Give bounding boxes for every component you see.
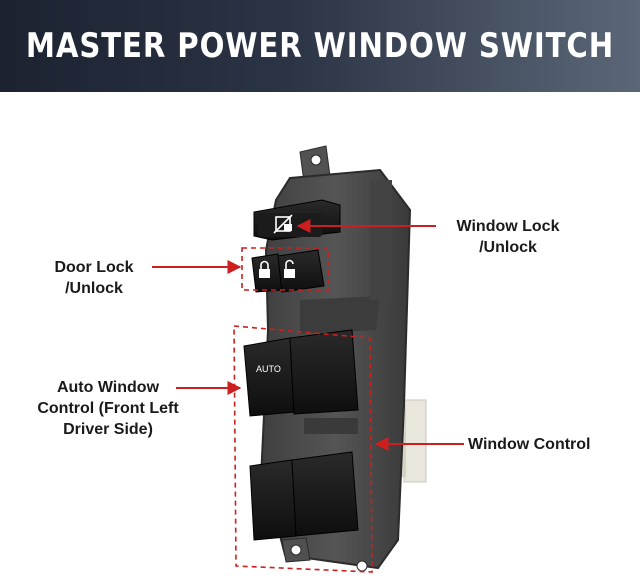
middle-bar <box>304 418 358 434</box>
window-lock-line2: /Unlock <box>479 239 537 256</box>
top-mount-hole <box>310 154 322 166</box>
window-lock-button[interactable] <box>253 199 341 241</box>
window-control-line1: Window Control <box>468 436 591 453</box>
housing-ridge <box>300 296 380 334</box>
window-lock-callout: Window Lock /Unlock <box>440 216 576 258</box>
driver-window-button[interactable]: AUTO <box>243 337 295 417</box>
window-control-callout: Window Control <box>468 434 628 455</box>
rear-left-window-button[interactable] <box>249 459 297 541</box>
window-switch-image: AUTO <box>243 145 427 572</box>
door-lock-line2: /Unlock <box>65 280 123 297</box>
auto-window-callout: Auto Window Control (Front Left Driver S… <box>14 377 202 440</box>
connector <box>403 399 427 483</box>
auto-label: AUTO <box>256 364 281 374</box>
bottom-mount-hole-right <box>356 560 368 572</box>
passenger-window-button[interactable] <box>289 329 359 415</box>
door-lock-line1: Door Lock <box>54 259 134 276</box>
bottom-mount-hole <box>290 544 302 556</box>
door-lock-callout: Door Lock /Unlock <box>38 257 150 299</box>
auto-window-line2: Control (Front Left <box>37 400 179 417</box>
banner-title: MASTER POWER WINDOW SWITCH <box>25 26 615 66</box>
window-lock-icon <box>273 214 293 234</box>
title-banner: MASTER POWER WINDOW SWITCH <box>0 0 640 92</box>
auto-window-line1: Auto Window <box>56 379 160 396</box>
auto-window-line3: Driver Side) <box>63 421 153 438</box>
housing-side <box>370 180 392 300</box>
rear-right-window-button[interactable] <box>291 451 359 537</box>
window-lock-line1: Window Lock <box>456 218 560 235</box>
